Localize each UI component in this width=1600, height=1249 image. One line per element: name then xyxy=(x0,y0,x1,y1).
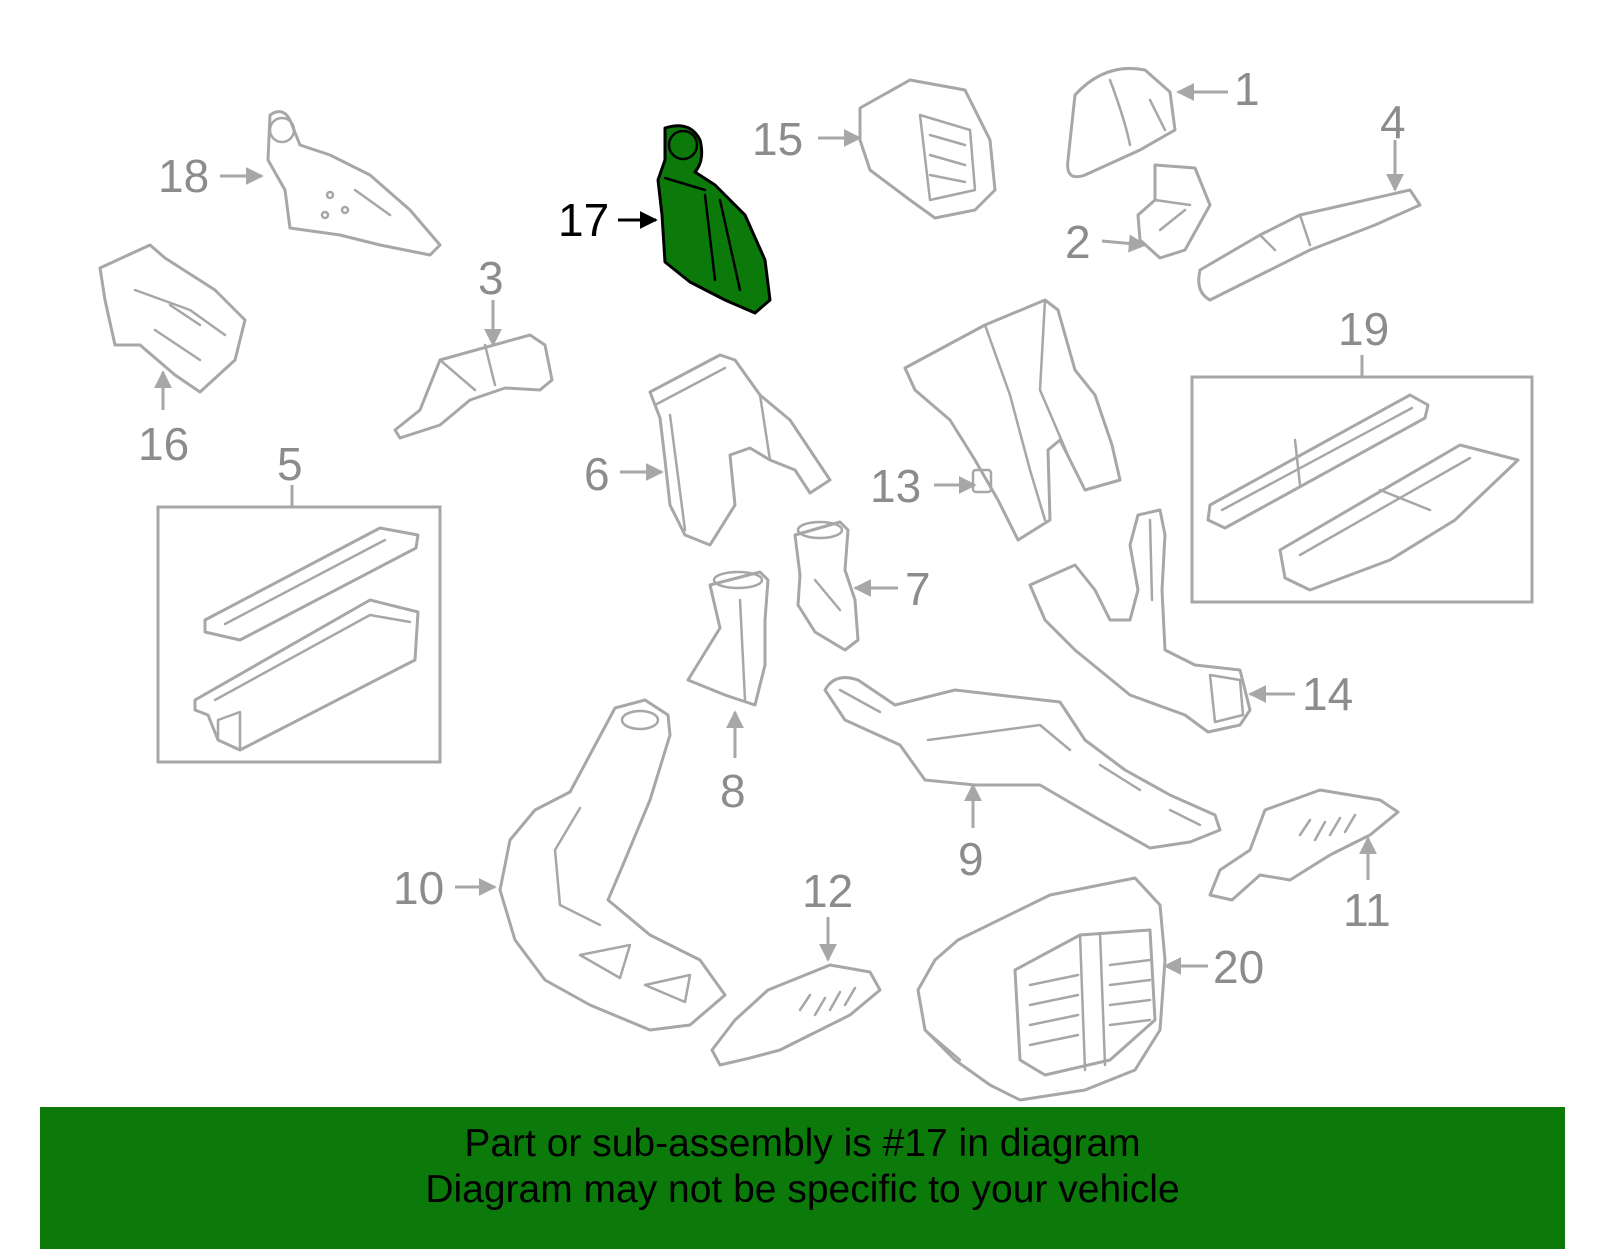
part-12-duct[interactable] xyxy=(710,963,882,1067)
part-9-duct[interactable] xyxy=(823,676,1222,850)
svg-text:2: 2 xyxy=(1065,216,1091,268)
callout-11: 11 xyxy=(1343,836,1391,936)
svg-text:10: 10 xyxy=(393,862,444,914)
svg-text:1: 1 xyxy=(1234,63,1260,115)
part-16-bracket[interactable] xyxy=(98,243,247,394)
part-4-duct[interactable] xyxy=(1197,188,1422,302)
banner-line-part-number: Part or sub-assembly is #17 in diagram xyxy=(464,1122,1141,1165)
part-6-duct[interactable] xyxy=(648,353,832,547)
callout-3: 3 xyxy=(478,252,504,347)
callout-2: 2 xyxy=(1065,216,1147,268)
svg-text:3: 3 xyxy=(478,252,504,304)
callout-16: 16 xyxy=(138,370,189,470)
svg-text:14: 14 xyxy=(1302,668,1353,720)
callout-9: 9 xyxy=(958,783,984,885)
part-17-highlighted[interactable] xyxy=(656,124,772,315)
callout-1: 1 xyxy=(1176,63,1260,115)
part-18-panel[interactable] xyxy=(266,110,442,257)
info-banner: Part or sub-assembly is #17 in diagram D… xyxy=(40,1107,1565,1249)
part-10-duct[interactable] xyxy=(498,698,727,1032)
part-15-vent-housing[interactable] xyxy=(858,78,997,220)
part-2-bracket[interactable] xyxy=(1136,163,1212,260)
svg-text:8: 8 xyxy=(720,765,746,817)
callout-17: 17 xyxy=(558,194,658,246)
svg-text:11: 11 xyxy=(1343,884,1391,936)
svg-text:16: 16 xyxy=(138,418,189,470)
callout-20: 20 xyxy=(1163,941,1264,993)
callout-19: 19 xyxy=(1338,303,1389,377)
svg-text:20: 20 xyxy=(1213,941,1264,993)
callout-8: 8 xyxy=(720,710,746,817)
callout-4: 4 xyxy=(1380,96,1406,192)
svg-text:15: 15 xyxy=(752,113,803,165)
callout-12: 12 xyxy=(802,865,853,962)
svg-text:12: 12 xyxy=(802,865,853,917)
svg-text:19: 19 xyxy=(1338,303,1389,355)
svg-text:7: 7 xyxy=(905,563,931,615)
banner-line-disclaimer: Diagram may not be specific to your vehi… xyxy=(425,1168,1180,1211)
svg-text:5: 5 xyxy=(277,438,303,490)
part-11-duct[interactable] xyxy=(1208,788,1400,902)
callout-6: 6 xyxy=(584,448,664,500)
callout-13: 13 xyxy=(870,460,977,512)
part-5-assembly-box[interactable] xyxy=(156,505,442,764)
callout-15: 15 xyxy=(752,113,862,165)
callout-14: 14 xyxy=(1248,668,1353,720)
callout-10: 10 xyxy=(393,862,497,914)
part-1-cover[interactable] xyxy=(1066,66,1177,179)
callout-18: 18 xyxy=(158,150,264,202)
svg-text:18: 18 xyxy=(158,150,209,202)
part-3-duct[interactable] xyxy=(393,333,554,440)
callout-7: 7 xyxy=(853,563,931,615)
svg-text:17: 17 xyxy=(558,194,609,246)
part-13-duct[interactable] xyxy=(903,298,1122,542)
svg-text:6: 6 xyxy=(584,448,610,500)
part-20-vent-grille[interactable] xyxy=(916,876,1167,1102)
svg-text:4: 4 xyxy=(1380,96,1406,148)
svg-text:13: 13 xyxy=(870,460,921,512)
part-8-duct[interactable] xyxy=(686,570,770,707)
part-7-duct[interactable] xyxy=(793,520,860,652)
svg-text:9: 9 xyxy=(958,833,984,885)
part-14-duct[interactable] xyxy=(1028,508,1252,734)
part-19-assembly-box[interactable] xyxy=(1190,375,1534,604)
callout-5: 5 xyxy=(277,438,303,507)
